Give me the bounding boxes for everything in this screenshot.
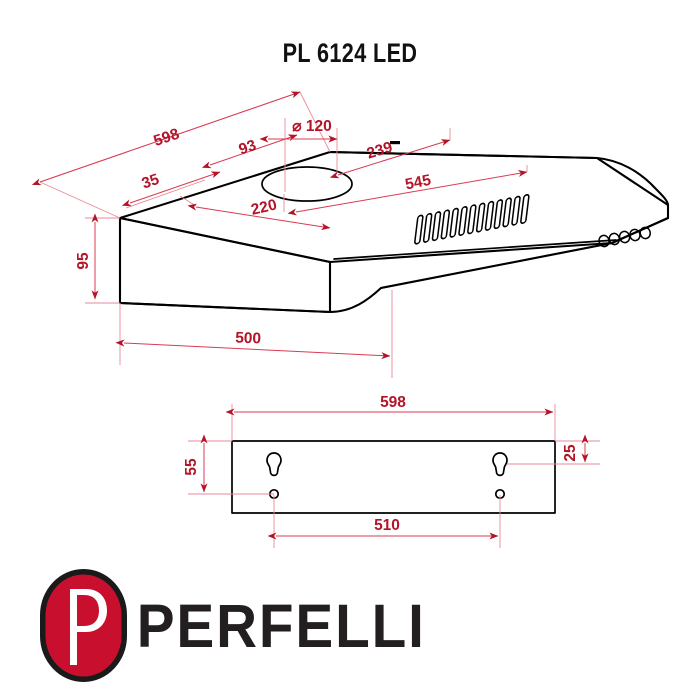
dim-500: 500 [115,290,393,378]
dim-label-93: 93 [237,137,259,159]
dim-25: 25 [507,434,600,465]
dim-220: 220 [179,195,331,231]
keyhole-slot-left [266,452,282,477]
dim-label-25: 25 [562,444,579,462]
grille-slots [414,194,530,245]
rear-mounting-plate [231,440,556,514]
dim-label-598-iso: 598 [152,125,182,150]
dim-label-598-plate: 598 [380,394,406,411]
dim-510: 510 [267,495,501,548]
dim-label-239: 239 [365,139,395,163]
exhaust-outlet [261,166,353,202]
perfelli-capsule-mark [40,569,127,682]
dim-label-95: 95 [75,252,92,270]
dim-label-545: 545 [404,172,433,194]
brand-wordmark: PERFELLI [137,593,426,660]
dim-545: 545 [283,165,528,216]
keyhole-slots [266,452,508,477]
dim-label-510: 510 [374,517,400,534]
hood-isometric-body [118,150,670,314]
dim-outlet-diameter: ⌀ 120 [259,118,338,192]
hood-front-panel [380,242,613,289]
keyhole-slot-right [492,452,508,477]
dim-label-outlet-diameter: ⌀ 120 [292,118,332,135]
dim-label-500: 500 [235,330,261,348]
dim-35: 35 [121,171,221,209]
dim-95: 95 [75,213,120,304]
dim-label-55: 55 [183,458,200,476]
brand-logo: PERFELLI [40,569,426,682]
dim-label-35: 35 [140,171,162,193]
page-title: PL 6124 LED [282,38,418,68]
dim-label-220: 220 [249,196,278,218]
dim-239: 239 [329,128,451,179]
screw-holes [268,488,506,500]
dim-598-plate: 598 [225,394,556,441]
control-buttons[interactable] [598,226,652,248]
dim-55: 55 [183,434,274,495]
